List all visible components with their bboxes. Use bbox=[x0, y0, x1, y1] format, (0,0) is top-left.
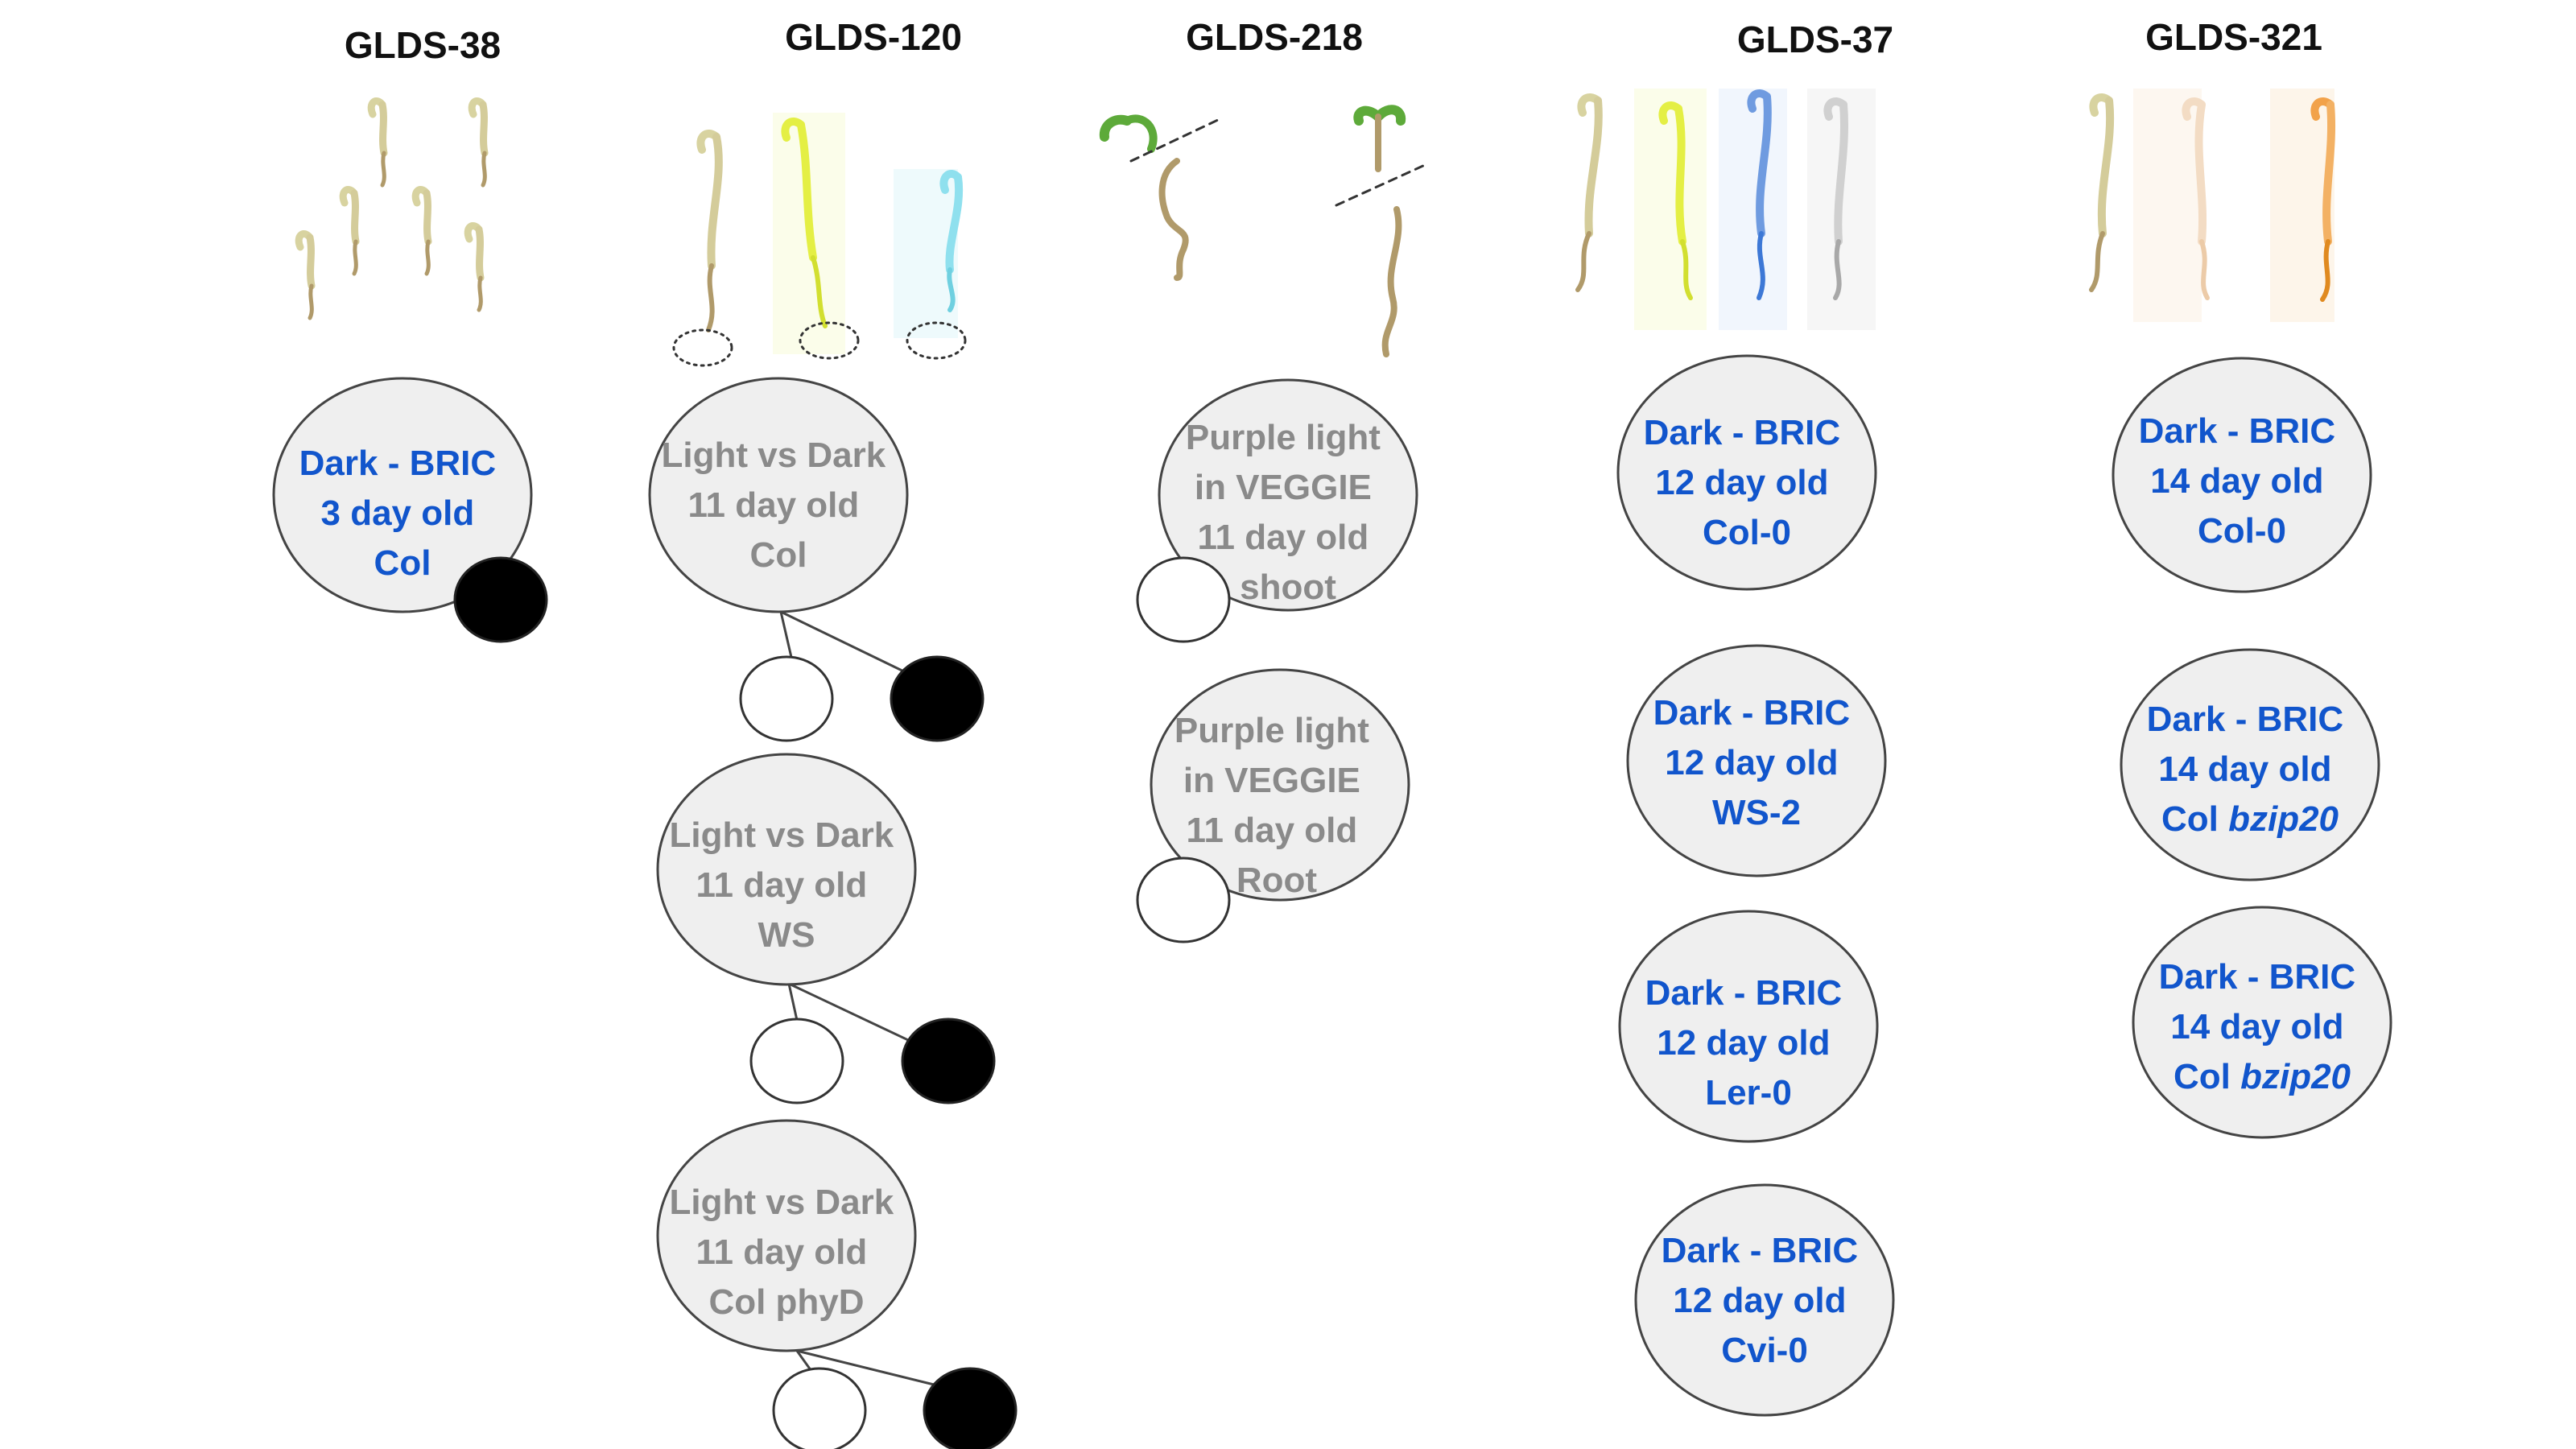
dataset-bubble bbox=[2132, 906, 2392, 1139]
light-condition-marker bbox=[772, 1367, 867, 1449]
root-outline-icon bbox=[672, 328, 733, 367]
bubble-label: Dark - BRIC 14 day old Col bzip20 bbox=[2147, 700, 2354, 839]
light-condition-marker bbox=[1136, 556, 1231, 643]
bubble-label: Dark - BRIC 3 day old Col bbox=[299, 444, 506, 583]
heading-glds-218: GLDS-218 bbox=[1186, 16, 1363, 58]
light-halo bbox=[2133, 89, 2202, 322]
cut-line bbox=[1335, 163, 1426, 207]
heading-glds-120: GLDS-120 bbox=[785, 16, 962, 58]
dataset-bubble bbox=[1158, 378, 1418, 612]
dark-condition-marker bbox=[453, 556, 548, 643]
dataset-bubble bbox=[1618, 910, 1879, 1143]
dataset-bubble bbox=[1616, 354, 1877, 591]
heading-glds-37: GLDS-37 bbox=[1737, 19, 1893, 60]
seedlings-glds-120-illustration bbox=[672, 113, 967, 367]
bubble-label: Dark - BRIC 12 day old Ler-0 bbox=[1645, 973, 1852, 1113]
seedling-icon bbox=[1099, 114, 1189, 281]
seedling-icon bbox=[468, 97, 489, 188]
dataset-bubble bbox=[1626, 644, 1887, 877]
seedlings-glds-37-illustration bbox=[1575, 89, 1876, 330]
root-outline-icon bbox=[799, 321, 860, 360]
light-condition-marker bbox=[749, 1018, 844, 1104]
root-outline-icon bbox=[906, 321, 967, 360]
dataset-bubble bbox=[272, 377, 533, 613]
seedling-icon bbox=[1575, 93, 1603, 292]
connector-line bbox=[788, 982, 923, 1048]
dataset-bubble bbox=[1150, 668, 1410, 902]
seedlings-glds-218-illustration bbox=[1099, 105, 1426, 357]
light-halo bbox=[1634, 89, 1707, 330]
connector-line bbox=[779, 611, 795, 665]
bubble-label: Light vs Dark 11 day old WS bbox=[670, 815, 904, 955]
seedling-icon bbox=[1353, 105, 1406, 357]
seedling-icon bbox=[939, 170, 964, 312]
dataset-bubble bbox=[2112, 357, 2372, 593]
seedling-icon bbox=[1747, 89, 1772, 300]
bubble-label: Dark - BRIC 14 day old Col-0 bbox=[2139, 411, 2346, 551]
seedling-icon bbox=[367, 97, 388, 188]
genotype-line: Col bzip20 bbox=[2174, 1057, 2351, 1096]
light-condition-marker bbox=[739, 655, 834, 742]
seedling-icon bbox=[2310, 97, 2336, 302]
dark-condition-marker bbox=[901, 1018, 996, 1104]
seedling-icon bbox=[696, 130, 723, 332]
heading-glds-38: GLDS-38 bbox=[345, 24, 501, 66]
seedlings-glds-38-illustration bbox=[295, 97, 489, 320]
dataset-bubble bbox=[648, 377, 909, 613]
cut-line bbox=[1129, 118, 1221, 163]
dark-condition-marker bbox=[890, 655, 985, 742]
seedling-icon bbox=[295, 230, 316, 320]
seedling-icon bbox=[1823, 97, 1849, 300]
seedling-icon bbox=[464, 222, 485, 312]
genotype-line: Col bzip20 bbox=[2161, 799, 2339, 839]
bubble-label: Dark - BRIC 12 day old Cvi-0 bbox=[1662, 1231, 1868, 1370]
bubble-label: Dark - BRIC 12 day old Col-0 bbox=[1644, 413, 1851, 552]
bubble-label: Light vs Dark 11 day old Col bbox=[662, 436, 896, 575]
dark-condition-marker bbox=[923, 1367, 1018, 1449]
bubble-label: Dark - BRIC 12 day old WS-2 bbox=[1653, 693, 1860, 832]
bubble-label: Light vs Dark 11 day old Col phyD bbox=[670, 1183, 904, 1322]
connector-line bbox=[796, 1349, 935, 1386]
dataset-bubble bbox=[656, 753, 917, 986]
seedling-icon bbox=[781, 118, 828, 328]
dataset-bubble bbox=[2120, 648, 2380, 881]
seedling-icon bbox=[1658, 101, 1693, 300]
seedling-icon bbox=[339, 186, 360, 276]
connector-line bbox=[780, 610, 914, 678]
seedling-icon bbox=[2089, 93, 2115, 292]
bubble-label: Purple light in VEGGIE 11 day old Root bbox=[1174, 711, 1379, 900]
seedling-icon bbox=[2182, 97, 2210, 300]
light-halo bbox=[1719, 89, 1787, 330]
heading-glds-321: GLDS-321 bbox=[2145, 16, 2322, 58]
dataset-bubble bbox=[1634, 1183, 1895, 1417]
seedling-icon bbox=[411, 186, 432, 276]
bubble-label: Dark - BRIC 14 day old Col bzip20 bbox=[2159, 957, 2366, 1096]
seedlings-glds-321-illustration bbox=[2089, 89, 2336, 322]
light-condition-marker bbox=[1136, 857, 1231, 943]
dataset-bubble bbox=[656, 1119, 917, 1352]
bubble-label: Purple light in VEGGIE 11 day old shoot bbox=[1186, 418, 1390, 607]
